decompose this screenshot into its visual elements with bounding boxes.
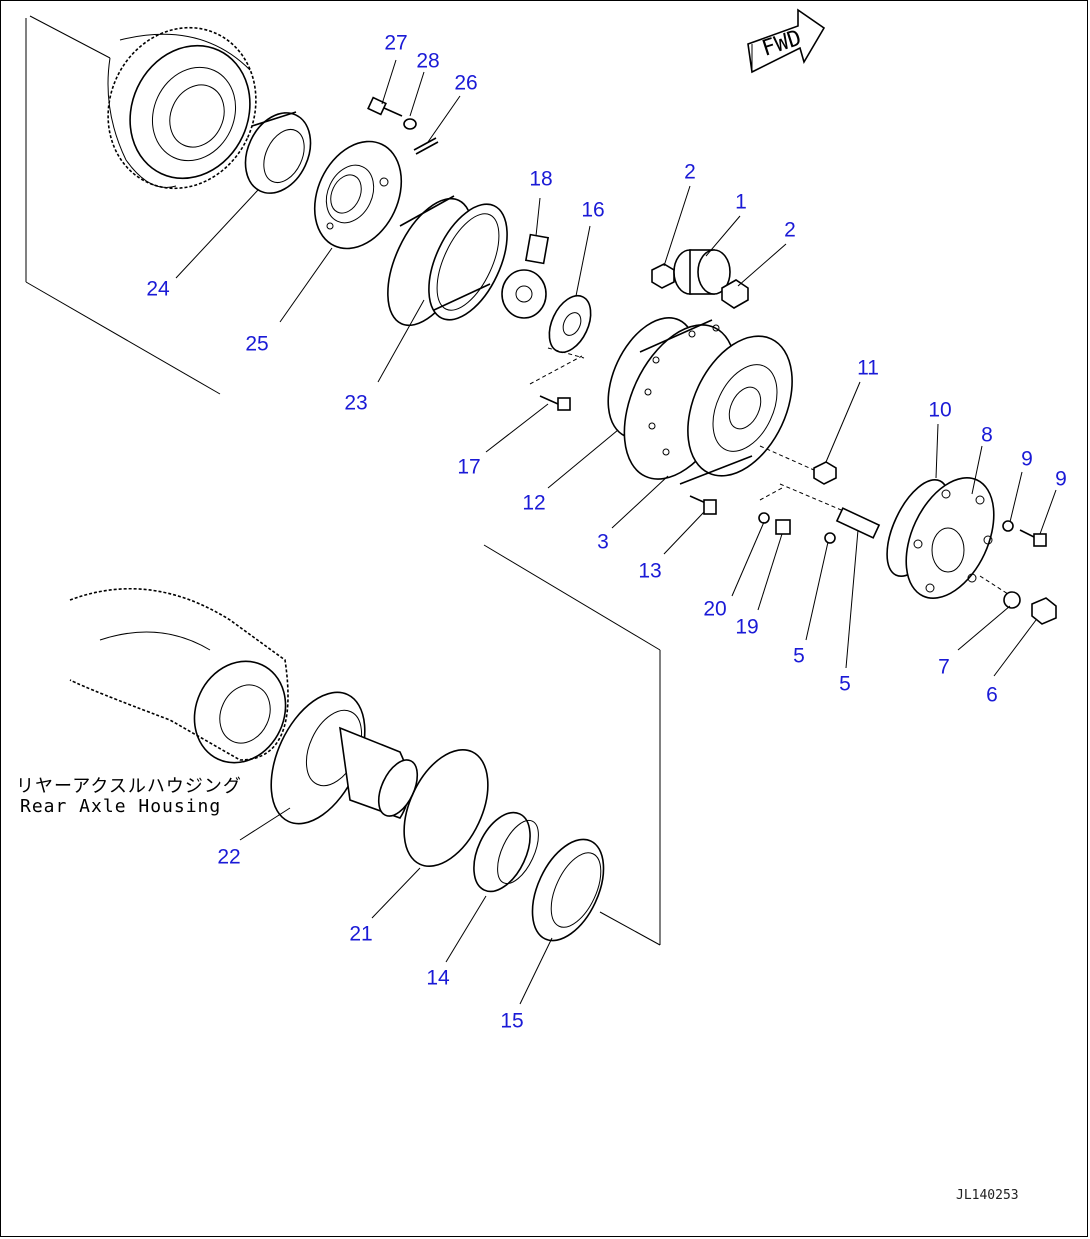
part-1-sun-gear [673,249,731,295]
carrier-housing-phantom [25,15,257,395]
part-label-1: 1 [735,190,747,214]
part-14-bolt [689,495,717,515]
part-17-thrust-washer [547,294,592,359]
part-label-22: 21 [349,922,373,946]
part-15-bearing-cup [473,811,539,893]
part-3-wheel-hub [623,319,793,485]
part-label-11: 10 [928,398,952,422]
part-22-o-ring [403,748,489,868]
part-label-2b: 2 [784,218,796,242]
part-label-6: 6 [986,683,998,707]
part-8-cover [905,477,995,599]
part-label-3: 3 [597,530,609,554]
leader-lines [175,59,1057,1005]
part-label-27: 26 [454,71,478,95]
part-label-17: 16 [581,198,605,222]
part-label-14: 13 [638,559,662,583]
part-27-pin [413,137,439,155]
part-label-20: 19 [735,615,759,639]
part-6-plug [1031,597,1057,625]
part-label-9: 9 [1055,467,1067,491]
part-label-12: 11 [857,356,879,380]
part-2-nut-right [721,279,749,309]
rear-axle-housing-phantom [69,544,661,946]
part-label-18: 17 [457,455,481,479]
drawing-code: JL140253 [956,1188,1019,1203]
part-label-24: 23 [344,391,368,415]
part-9-bolt [1019,529,1047,547]
part-label-13: 12 [522,491,546,515]
part-18-bolt [529,355,583,411]
part-label-19: 18 [529,167,553,191]
part-12-nut [759,445,837,485]
part-label-25: 24 [146,277,170,301]
part-26-carrier-plate [313,140,403,250]
part-16-bearing [531,838,605,942]
part-29-washer [403,118,417,130]
part-label-8: 8 [981,423,993,447]
part-7-o-ring [979,575,1021,609]
part-20-plug [759,487,791,535]
part-10-washer [1002,520,1014,532]
part-label-15: 14 [426,966,450,990]
part-23-spindle [270,691,419,825]
part-label-23: 22 [217,845,241,869]
part-24-ring-gear [387,195,508,327]
housing-label-en: Rear Axle Housing [20,796,222,817]
part-label-2a: 2 [684,160,696,184]
part-28-bolt [367,96,403,117]
housing-label-jp: リヤーアクスルハウジング [16,776,242,797]
part-5-ball [824,532,836,544]
part-label-21: 20 [703,597,727,621]
part-label-10: 9 [1021,447,1033,471]
part-label-16: 15 [500,1009,524,1033]
part-label-29: 28 [416,49,440,73]
part-label-5: 5 [793,644,805,668]
part-label-26: 25 [245,332,269,356]
part-4-shaft [779,483,881,539]
part-2-nut-left [651,263,675,289]
part-label-7: 7 [938,655,950,679]
part-label-4: 5 [839,672,851,696]
part-19-planet-gear [501,233,550,319]
fwd-arrow-icon [747,8,826,74]
part-label-28: 27 [384,31,408,55]
part-21-ball [758,512,770,524]
part-25-bearing [244,111,312,194]
